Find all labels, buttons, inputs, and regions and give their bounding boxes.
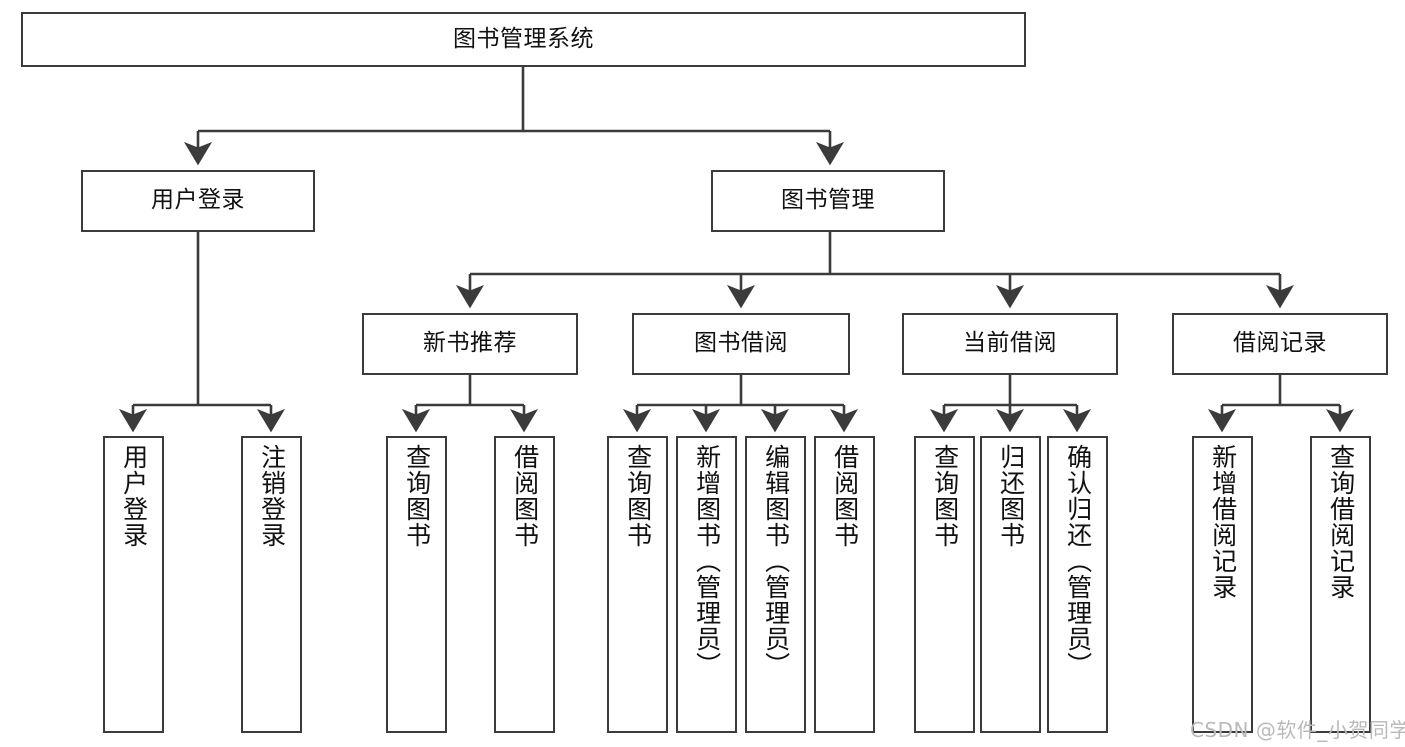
leaf-user-login[interactable]: 用户登录: [103, 436, 164, 733]
node-label: 查询图书: [623, 444, 653, 548]
leaf-query-book-current-borrow[interactable]: 查询图书: [914, 436, 975, 733]
node-user-login[interactable]: 用户登录: [81, 170, 315, 232]
node-label: 注销登录: [257, 444, 287, 548]
node-borrow-record[interactable]: 借阅记录: [1172, 313, 1388, 375]
node-label: 用户登录: [119, 444, 149, 548]
node-label: 借阅图书: [830, 444, 860, 548]
node-label: 编辑图书（管理员）: [761, 444, 791, 678]
node-label: 新增借阅记录: [1208, 444, 1238, 600]
node-label: 新增图书（管理员）: [692, 444, 722, 678]
leaf-edit-book-admin[interactable]: 编辑图书（管理员）: [745, 436, 806, 733]
leaf-add-book-admin[interactable]: 新增图书（管理员）: [676, 436, 737, 733]
node-current-borrow[interactable]: 当前借阅: [902, 313, 1118, 375]
node-label: 新书推荐: [423, 330, 517, 357]
node-label: 确认归还（管理员）: [1063, 444, 1093, 678]
node-label: 查询图书: [402, 444, 432, 548]
node-book-borrow[interactable]: 图书借阅: [632, 313, 850, 375]
node-label: 借阅图书: [510, 444, 540, 548]
node-root-book-management-system[interactable]: 图书管理系统: [21, 12, 1026, 67]
node-label: 借阅记录: [1233, 330, 1327, 357]
node-label: 图书管理: [781, 187, 875, 214]
leaf-query-borrow-record[interactable]: 查询借阅记录: [1310, 436, 1371, 733]
node-book-management[interactable]: 图书管理: [711, 170, 945, 232]
leaf-borrow-book-borrow[interactable]: 借阅图书: [814, 436, 875, 733]
csdn-watermark: CSDN @软件_小贺同学: [1190, 718, 1405, 742]
leaf-logout-login[interactable]: 注销登录: [241, 436, 302, 733]
leaf-borrow-book-new-recommend[interactable]: 借阅图书: [494, 436, 555, 733]
node-label: 查询图书: [930, 444, 960, 548]
node-label: 用户登录: [151, 187, 245, 214]
node-label: 当前借阅: [963, 330, 1057, 357]
leaf-return-book[interactable]: 归还图书: [980, 436, 1041, 733]
node-label: 查询借阅记录: [1326, 444, 1356, 600]
node-label: 图书借阅: [694, 330, 788, 357]
leaf-query-book-borrow[interactable]: 查询图书: [607, 436, 668, 733]
leaf-add-borrow-record[interactable]: 新增借阅记录: [1192, 436, 1253, 733]
node-label: 归还图书: [996, 444, 1026, 548]
node-label: 图书管理系统: [453, 25, 594, 52]
node-new-book-recommend[interactable]: 新书推荐: [362, 313, 578, 375]
leaf-query-book-new-recommend[interactable]: 查询图书: [386, 436, 447, 733]
leaf-confirm-return-admin[interactable]: 确认归还（管理员）: [1047, 436, 1108, 733]
